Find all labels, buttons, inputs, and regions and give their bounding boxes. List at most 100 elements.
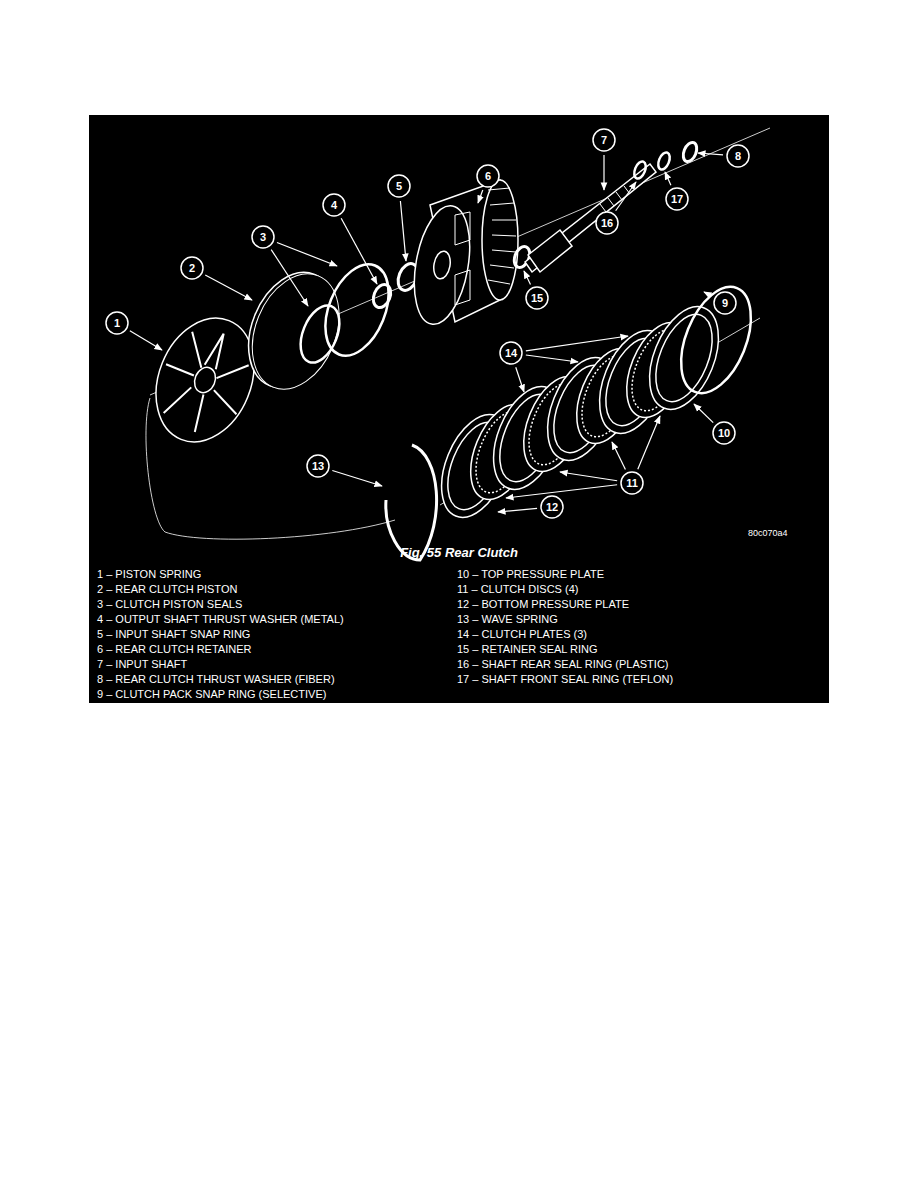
- part-legend-entry: 15 – RETAINER SEAL RING: [457, 643, 598, 656]
- callout-ring: [307, 455, 329, 477]
- callout-number: 17: [671, 193, 683, 205]
- snap-ring: [667, 277, 765, 403]
- callout-number: 14: [505, 347, 517, 359]
- leader-arrow: [478, 190, 483, 203]
- leader-arrow: [638, 416, 660, 469]
- input-shaft: [525, 164, 656, 272]
- callout-number: 13: [312, 460, 324, 472]
- callout-number: 4: [331, 199, 337, 211]
- callout-number: 10: [718, 427, 730, 439]
- callout-circle: 13: [306, 454, 330, 478]
- clutch-retainer: [406, 180, 518, 329]
- callout-ring: [252, 226, 274, 248]
- part-legend-entry: 4 – OUTPUT SHAFT THRUST WASHER (METAL): [97, 613, 344, 626]
- callout-ring: [500, 342, 522, 364]
- figure-caption: Fig. 55 Rear Clutch: [400, 545, 518, 560]
- leader-arrow: [341, 218, 377, 284]
- part-legend-entry: 17 – SHAFT FRONT SEAL RING (TEFLON): [457, 673, 673, 686]
- callout-ring: [593, 129, 615, 151]
- callout-circle: 6: [476, 164, 500, 188]
- leader-arrow: [560, 472, 617, 481]
- callout-ring: [526, 287, 548, 309]
- leader-arrow: [332, 470, 382, 486]
- leader-arrow: [704, 292, 712, 296]
- leader-arrow: [271, 250, 308, 306]
- part-legend-entry: 6 – REAR CLUTCH RETAINER: [97, 643, 251, 656]
- leader-arrow: [516, 367, 524, 392]
- part-legend-entry: 7 – INPUT SHAFT: [97, 658, 187, 671]
- part-legend-entry: 14 – CLUTCH PLATES (3): [457, 628, 587, 641]
- figure-code: 80c070a4: [748, 527, 788, 540]
- part-legend-entry: 9 – CLUTCH PACK SNAP RING (SELECTIVE): [97, 688, 326, 701]
- callout-ring: [727, 145, 749, 167]
- callout-ring: [666, 188, 688, 210]
- part-legend-entry: 16 – SHAFT REAR SEAL RING (PLASTIC): [457, 658, 669, 671]
- leader-arrow: [277, 242, 337, 266]
- callout-ring: [713, 422, 735, 444]
- callout-circle: 12: [540, 495, 564, 519]
- leader-arrow: [698, 153, 723, 155]
- leader-arrow: [498, 508, 537, 512]
- leader-arrow: [506, 485, 617, 498]
- callout-ring: [181, 257, 203, 279]
- part-legend-entry: 11 – CLUTCH DISCS (4): [457, 583, 578, 596]
- leader-arrow: [694, 404, 713, 423]
- part-legend-entry: 10 – TOP PRESSURE PLATE: [457, 568, 604, 581]
- callout-ring: [621, 472, 643, 494]
- part-legend-entry: 1 – PISTON SPRING: [97, 568, 201, 581]
- callout-circle: 15: [525, 286, 549, 310]
- callout-ring: [323, 194, 345, 216]
- leader-arrow: [526, 336, 628, 351]
- part-legend-entry: 2 – REAR CLUTCH PISTON: [97, 583, 237, 596]
- callout-number: 1: [114, 317, 120, 329]
- callout-number: 3: [260, 231, 266, 243]
- callout-circle: 17: [665, 187, 689, 211]
- callout-ring: [541, 496, 563, 518]
- callout-number: 15: [531, 292, 543, 304]
- callout-circle: 10: [712, 421, 736, 445]
- leader-arrow: [205, 275, 252, 300]
- part-legend-entry: 12 – BOTTOM PRESSURE PLATE: [457, 598, 629, 611]
- leader-arrow: [524, 271, 530, 284]
- piston-seal: [293, 300, 347, 368]
- callout-ring: [596, 212, 618, 234]
- callout-ring: [714, 292, 736, 314]
- callout-number: 7: [601, 134, 607, 146]
- callout-number: 2: [189, 262, 195, 274]
- callout-circle: 4: [322, 193, 346, 217]
- callout-circle: 8: [726, 144, 750, 168]
- callout-number: 9: [722, 297, 728, 309]
- callout-number: 11: [626, 477, 638, 489]
- callout-circle: 9: [713, 291, 737, 315]
- callout-circle: 3: [251, 225, 275, 249]
- part-legend-entry: 8 – REAR CLUTCH THRUST WASHER (FIBER): [97, 673, 335, 686]
- leader-arrow: [526, 355, 578, 362]
- callout-circle: 7: [592, 128, 616, 152]
- wave-spring: [386, 445, 437, 560]
- callout-circle: 5: [387, 174, 411, 198]
- callout-ring: [477, 165, 499, 187]
- part-legend-entry: 5 – INPUT SHAFT SNAP RING: [97, 628, 250, 641]
- callout-number: 5: [396, 180, 402, 192]
- leader-arrow: [130, 331, 162, 350]
- callout-ring: [106, 312, 128, 334]
- callout-number: 8: [735, 150, 741, 162]
- seal-ring: [632, 160, 648, 180]
- part-legend-entry: 13 – WAVE SPRING: [457, 613, 558, 626]
- callout-circle: 1: [105, 311, 129, 335]
- callout-circle: 2: [180, 256, 204, 280]
- callout-number: 16: [601, 217, 613, 229]
- leader-arrow: [603, 155, 604, 190]
- leader-arrow: [616, 182, 636, 211]
- callout-number: 6: [485, 170, 491, 182]
- part-legend-entry: 3 – CLUTCH PISTON SEALS: [97, 598, 242, 611]
- callout-number: 12: [546, 501, 558, 513]
- clutch-piston: [232, 259, 355, 402]
- callout-ring: [388, 175, 410, 197]
- leader-arrow: [400, 201, 406, 261]
- callout-circle: 14: [499, 341, 523, 365]
- callout-circle: 11: [620, 471, 644, 495]
- leader-arrow: [612, 442, 625, 470]
- leader-arrow: [665, 172, 671, 185]
